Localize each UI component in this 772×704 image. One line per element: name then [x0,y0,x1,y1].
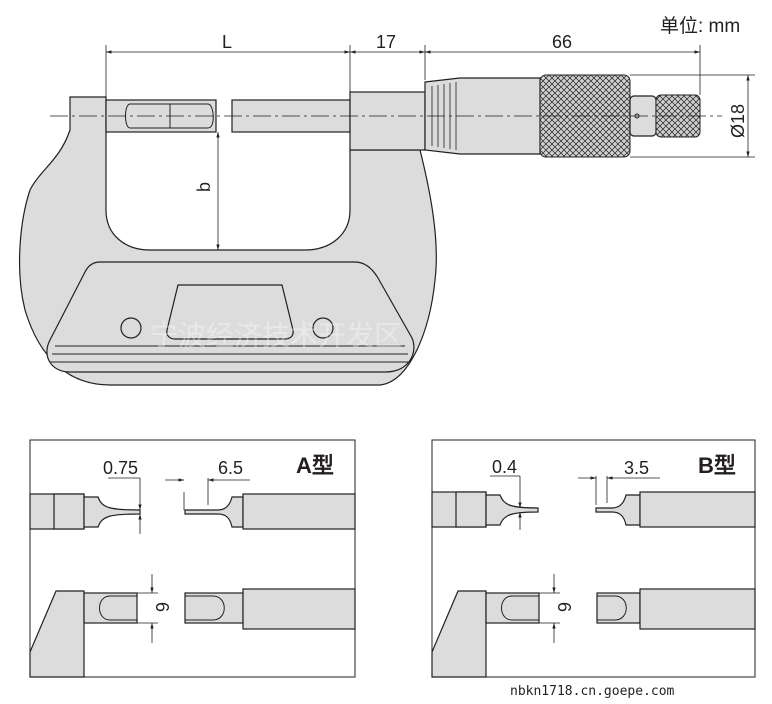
a-width-label: 6 [152,602,172,612]
b-title: B型 [698,453,736,478]
dim-L: L [222,32,232,52]
hole-left [120,317,142,339]
panel-a: 0.75 6.5 A型 6 [29,439,356,678]
a-length-label: 6.5 [218,458,243,478]
site-watermark: nbkn1718.cn.goepe.com [510,684,675,699]
unit-label: 单位: mm [660,15,740,37]
hole-right [312,317,334,339]
b-width-label: 6 [554,602,574,612]
dim-b: b [194,182,214,192]
dim-66: 66 [552,32,572,52]
dim-17: 17 [376,32,396,52]
watermark: 宁波经济技术开发区 [150,320,402,351]
a-tip-label: 0.75 [103,458,138,478]
label-window [166,284,294,340]
sleeve [349,91,426,151]
panel-b: 0.4 3.5 B型 6 [431,439,756,678]
b-tip-label: 0.4 [492,457,517,477]
dim-diameter: Ø18 [728,104,748,138]
b-length-label: 3.5 [624,458,649,478]
a-title: A型 [296,453,334,478]
thimble [424,77,541,155]
